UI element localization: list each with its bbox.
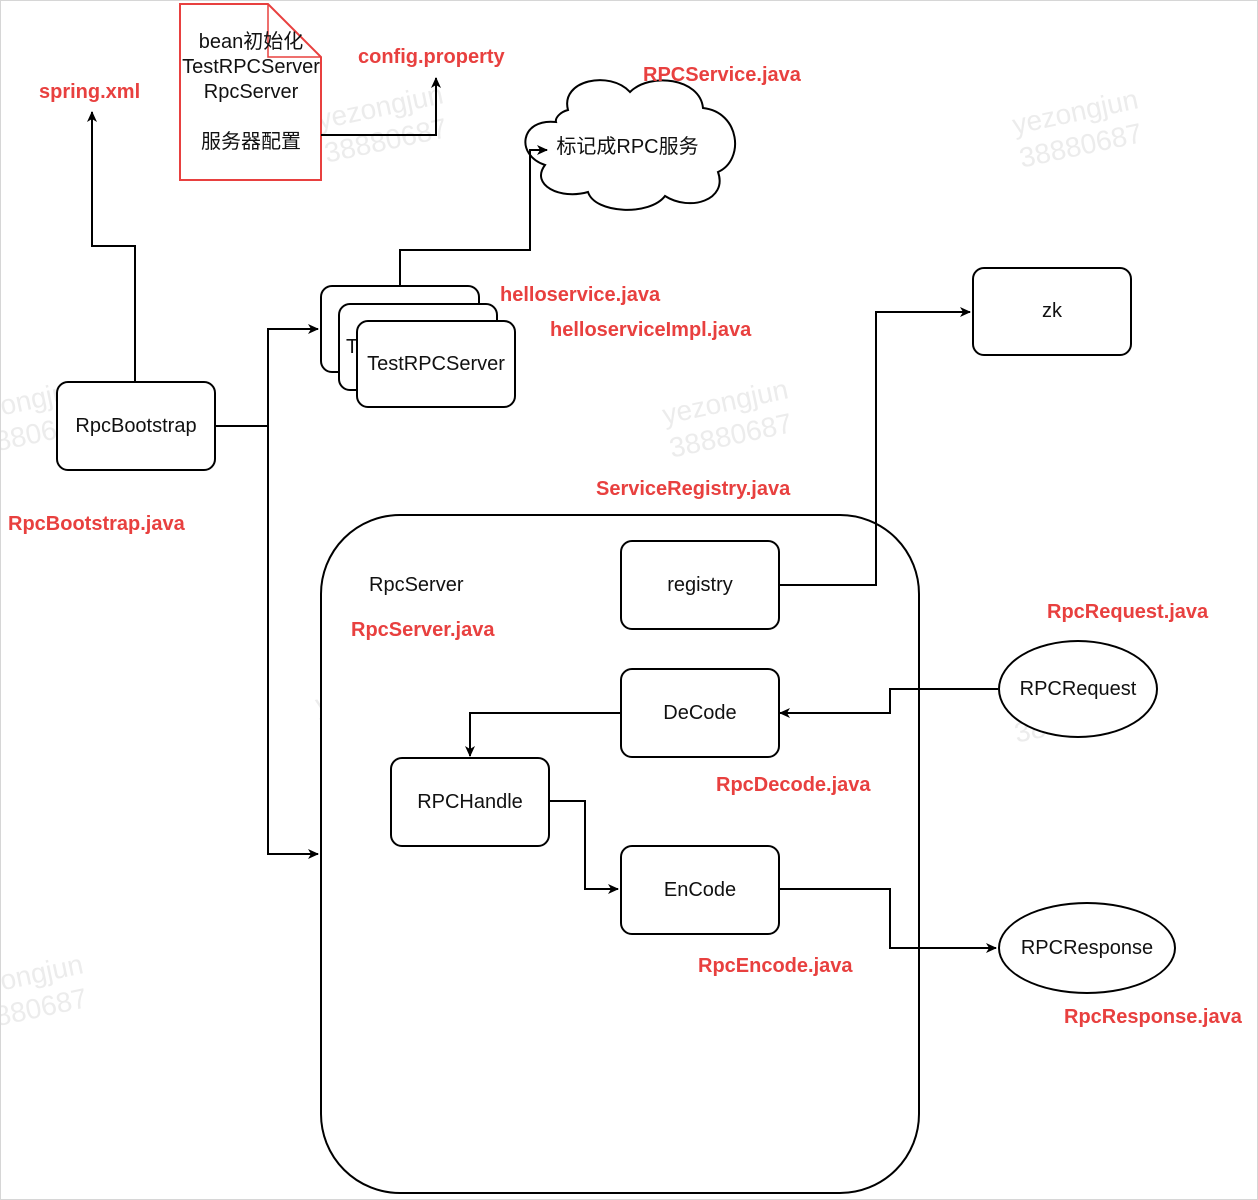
- test-rpc-server-node[interactable]: TestRPCServer: [356, 320, 516, 408]
- label-service-registry-java: ServiceRegistry.java: [596, 478, 791, 500]
- label-rpc-encode-java: RpcEncode.java: [698, 955, 853, 977]
- rpc-bootstrap-node[interactable]: RpcBootstrap: [56, 381, 216, 471]
- label-helloservice-impl-java: helloserviceImpl.java: [550, 319, 752, 341]
- edge-bootstrap-to-testserver: [267, 324, 319, 426]
- edge-decode-to-handle: [465, 712, 620, 757]
- edge-encode-to-response: [779, 888, 997, 953]
- rpc-response-label: RPCResponse: [1020, 936, 1154, 959]
- label-rpc-response-java: RpcResponse.java: [1064, 1006, 1242, 1028]
- edge-bootstrap-to-rpcserver: [267, 426, 319, 859]
- document-shape: [179, 3, 322, 181]
- decode-label: DeCode: [663, 701, 737, 724]
- label-rpc-request-java: RpcRequest.java: [1047, 601, 1209, 623]
- rpc-request-node[interactable]: RPCRequest: [998, 640, 1158, 738]
- registry-label: registry: [667, 573, 733, 596]
- edge-handle-to-encode: [550, 800, 619, 894]
- edge-testserver-to-cloud: [399, 145, 548, 285]
- cloud-label: 标记成RPC服务: [556, 136, 699, 158]
- rpc-handle-label: RPCHandle: [417, 790, 523, 813]
- document-fold: [267, 4, 321, 58]
- test-rpc-server-back-1-label: T: [346, 335, 359, 358]
- rpc-response-node[interactable]: RPCResponse: [998, 902, 1176, 994]
- label-rpc-service-java: RPCService.java: [643, 64, 801, 86]
- document-text: bean初始化 TestRPCServer RpcServer 服务器配置: [182, 31, 320, 153]
- label-helloservice-java: helloservice.java: [500, 284, 661, 306]
- label-config-property: config.property: [358, 46, 505, 68]
- rpc-request-label: RPCRequest: [1019, 677, 1137, 700]
- registry-node[interactable]: registry: [620, 540, 780, 630]
- edge-bootstrap-to-spring: [87, 111, 136, 382]
- rpc-server-title: RpcServer: [369, 574, 464, 596]
- label-rpc-server-java: RpcServer.java: [351, 619, 495, 641]
- rpc-bootstrap-label: RpcBootstrap: [75, 414, 197, 437]
- label-rpc-bootstrap-java: RpcBootstrap.java: [8, 513, 185, 535]
- edge-request-to-decode: [779, 688, 998, 718]
- label-spring-xml: spring.xml: [39, 81, 141, 103]
- zk-label: zk: [1042, 300, 1062, 322]
- test-rpc-server-label: TestRPCServer: [367, 352, 505, 375]
- encode-label: EnCode: [663, 878, 737, 901]
- rpc-handle-node[interactable]: RPCHandle: [390, 757, 550, 847]
- edge-registry-to-zk: [779, 307, 971, 586]
- encode-node[interactable]: EnCode: [620, 845, 780, 935]
- zk-node[interactable]: zk: [972, 267, 1132, 356]
- edge-document-to-config: [321, 77, 441, 136]
- decode-node[interactable]: DeCode: [620, 668, 780, 758]
- label-rpc-decode-java: RpcDecode.java: [716, 774, 871, 796]
- cloud-shape: [524, 79, 736, 211]
